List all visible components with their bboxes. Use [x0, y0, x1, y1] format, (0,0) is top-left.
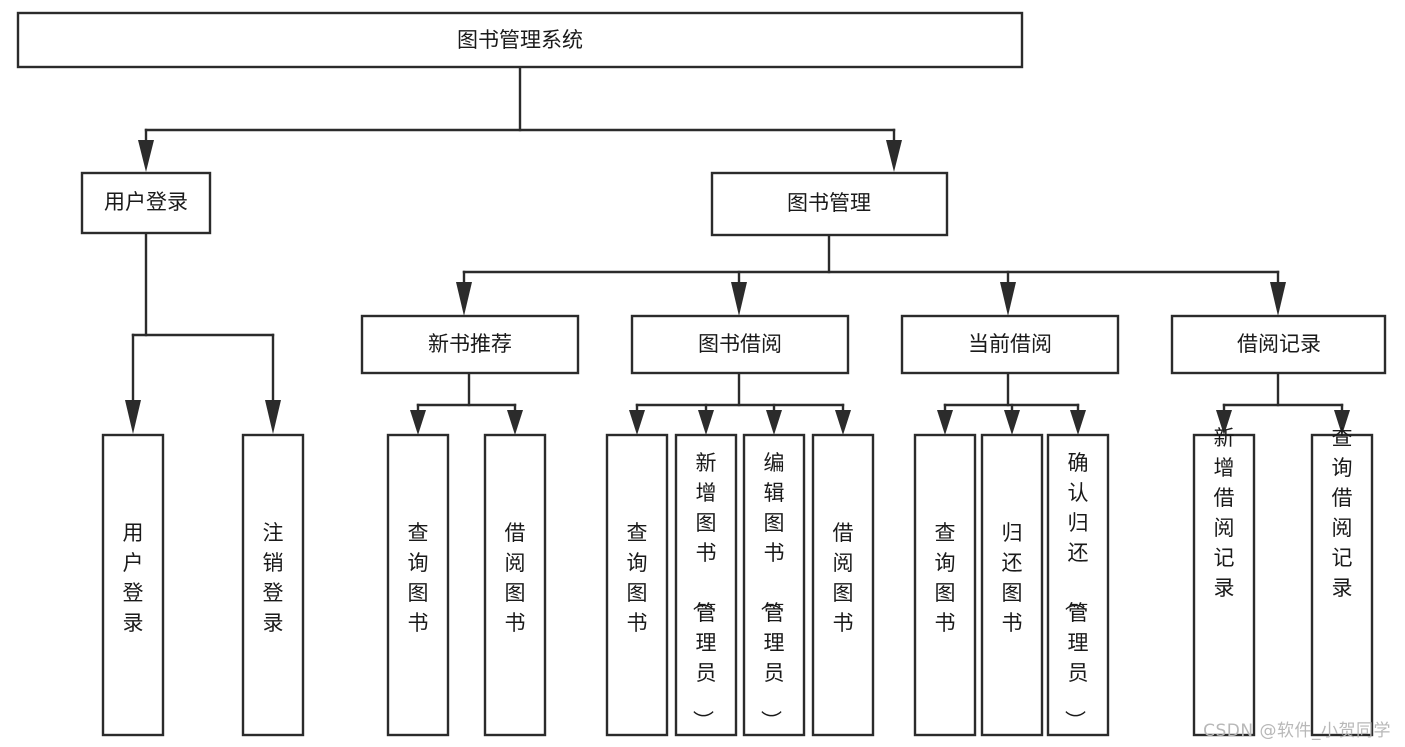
node-book-manage-label: 图书管理	[787, 191, 871, 215]
leaf-new-books-1-box[interactable]	[386, 433, 450, 737]
leaf-records-1-label: 新增借阅记录	[1214, 426, 1235, 600]
leaf-new-books-1-label: 查询图书	[408, 521, 429, 635]
arrow-head-leaf-borrow-3	[766, 410, 782, 435]
arrow-head-leaf-newbooks-2	[507, 410, 523, 435]
node-book-manage-box[interactable]	[710, 171, 949, 237]
arrow-head-book-borrow	[731, 282, 747, 316]
arrow-head-leaf-current-2	[1004, 410, 1020, 435]
leaf-current-1[interactable]: 查询图书	[913, 433, 977, 737]
leaf-borrow-3-box[interactable]	[742, 433, 806, 737]
node-new-book-recommend-box[interactable]	[360, 314, 580, 375]
leaf-current-3-box[interactable]	[1046, 433, 1110, 737]
node-book-borrow[interactable]: 图书借阅	[630, 314, 850, 375]
node-current-borrow[interactable]: 当前借阅	[900, 314, 1120, 375]
leaf-user-login-1[interactable]: 用户登录	[101, 433, 165, 737]
leaf-borrow-4-label: 借阅图书	[833, 521, 854, 635]
leaf-current-3[interactable]: 确认归还（管理员）	[1046, 433, 1110, 737]
arrow-head-user-login	[138, 140, 154, 172]
node-book-borrow-box[interactable]	[630, 314, 850, 375]
node-root-box[interactable]	[16, 11, 1024, 69]
leaf-records-2-label: 查询借阅记录	[1332, 426, 1353, 600]
leaf-user-login-1-box[interactable]	[101, 433, 165, 737]
arrow-head-new-books	[456, 282, 472, 316]
leaf-borrow-4-box[interactable]	[811, 433, 875, 737]
node-borrow-records-box[interactable]	[1170, 314, 1387, 375]
leaf-current-2-box[interactable]	[980, 433, 1044, 737]
leaf-records-1[interactable]: 新增借阅记录	[1192, 426, 1256, 737]
arrow-head-leaf-borrow-1	[629, 410, 645, 435]
connectors	[125, 65, 1350, 435]
leaf-current-1-box[interactable]	[913, 433, 977, 737]
arrow-head-leaf-borrow-4	[835, 410, 851, 435]
node-new-book-recommend[interactable]: 新书推荐	[360, 314, 580, 375]
node-user-login-box[interactable]	[80, 171, 212, 235]
node-new-book-recommend-label: 新书推荐	[428, 332, 512, 356]
node-book-borrow-label: 图书借阅	[698, 332, 782, 356]
node-root-label: 图书管理系统	[457, 28, 583, 52]
leaf-current-3-label: 确认归还（管理员）	[1063, 451, 1089, 731]
leaf-borrow-1-box[interactable]	[605, 433, 669, 737]
node-borrow-records[interactable]: 借阅记录	[1170, 314, 1387, 375]
leaf-current-1-label: 查询图书	[935, 521, 956, 635]
leaf-borrow-1[interactable]: 查询图书	[605, 433, 669, 737]
leaf-borrow-1-label: 查询图书	[627, 521, 648, 635]
arrow-head-leaf-records-1	[1216, 410, 1232, 435]
leaf-records-2[interactable]: 查询借阅记录	[1310, 426, 1374, 737]
leaf-user-login-2[interactable]: 注销登录	[241, 433, 305, 737]
leaf-user-login-2-box[interactable]	[241, 433, 305, 737]
leaf-current-2[interactable]: 归还图书	[980, 433, 1044, 737]
arrow-head-leaf-user-2	[265, 400, 281, 434]
arrow-head-leaf-user-1	[125, 400, 141, 434]
leaf-borrow-2-label: 新增图书（管理员）	[691, 451, 717, 731]
leaf-current-2-label: 归还图书	[1002, 521, 1023, 635]
arrow-head-leaf-current-3	[1070, 410, 1086, 435]
node-user-login[interactable]: 用户登录	[80, 171, 212, 235]
node-book-manage[interactable]: 图书管理	[710, 171, 949, 237]
leaf-borrow-2-box[interactable]	[674, 433, 738, 737]
leaf-user-login-2-label: 注销登录	[263, 521, 284, 635]
node-current-borrow-label: 当前借阅	[968, 332, 1052, 356]
arrow-head-borrow-records	[1270, 282, 1286, 316]
arrow-head-leaf-current-1	[937, 410, 953, 435]
leaf-borrow-2[interactable]: 新增图书（管理员）	[674, 433, 738, 737]
leaf-records-1-box[interactable]	[1192, 433, 1256, 737]
node-current-borrow-box[interactable]	[900, 314, 1120, 375]
node-user-login-label: 用户登录	[104, 190, 188, 214]
leaf-new-books-2-box[interactable]	[483, 433, 547, 737]
node-root[interactable]: 图书管理系统	[16, 11, 1024, 69]
leaf-new-books-2-label: 借阅图书	[505, 521, 526, 635]
leaf-user-login-1-label: 用户登录	[123, 521, 144, 635]
leaf-borrow-3[interactable]: 编辑图书（管理员）	[742, 433, 806, 737]
node-borrow-records-label: 借阅记录	[1237, 332, 1321, 356]
arrow-head-leaf-records-2	[1334, 410, 1350, 435]
leaf-new-books-2[interactable]: 借阅图书	[483, 433, 547, 737]
arrow-head-book-manage	[886, 140, 902, 172]
leaf-borrow-3-label: 编辑图书（管理员）	[759, 451, 785, 731]
leaf-new-books-1[interactable]: 查询图书	[386, 433, 450, 737]
leaf-borrow-4[interactable]: 借阅图书	[811, 433, 875, 737]
arrow-head-leaf-newbooks-1	[410, 410, 426, 435]
leaf-records-2-box[interactable]	[1310, 433, 1374, 737]
arrow-head-leaf-borrow-2	[698, 410, 714, 435]
arrow-head-current-borrow	[1000, 282, 1016, 316]
